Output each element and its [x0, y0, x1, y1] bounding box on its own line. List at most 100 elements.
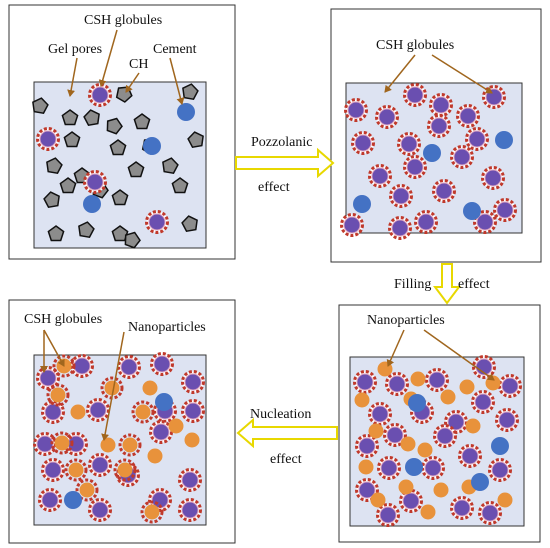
bl-csh-label: CSH globules: [24, 312, 102, 327]
nanoparticle: [368, 423, 384, 439]
csh-core: [91, 86, 109, 104]
nanoparticle: [70, 404, 86, 420]
csh-core: [498, 411, 516, 429]
csh-globule: [181, 399, 205, 423]
csh-core: [468, 130, 486, 148]
csh-core: [39, 130, 57, 148]
csh-core: [347, 101, 365, 119]
ch-crystal: [32, 97, 49, 115]
bl-pointer-lines: [40, 329, 125, 441]
csh-globule: [88, 453, 112, 477]
cement-particle: [463, 202, 481, 220]
csh-globule: [353, 370, 377, 394]
nanoparticle: [100, 437, 116, 453]
nanoparticle: [485, 375, 501, 391]
nanoparticle: [465, 418, 481, 434]
filling-arrow: [433, 263, 461, 305]
csh-globule: [473, 210, 497, 234]
tl-ch-label: CH: [129, 57, 148, 72]
csh-globule: [377, 456, 401, 480]
nanoparticle: [398, 479, 414, 495]
csh-globule: [450, 145, 474, 169]
csh-core: [461, 447, 479, 465]
csh-globule: [481, 166, 505, 190]
nanoparticle: [142, 380, 158, 396]
ch-crystal: [182, 83, 199, 101]
nanoparticle: [440, 389, 456, 405]
pozzolanic-label: Pozzolanic: [251, 135, 312, 150]
csh-globule: [117, 355, 141, 379]
panel-top-left: [8, 4, 236, 260]
csh-globule: [403, 83, 427, 107]
cement-particle: [83, 195, 101, 213]
nucleated-nanoparticle: [64, 458, 88, 482]
cement-particle: [353, 195, 371, 213]
csh-globule: [389, 184, 413, 208]
csh-core: [447, 413, 465, 431]
ch-crystal: [109, 139, 127, 156]
csh-globule: [465, 127, 489, 151]
br-pointer-lines: [386, 329, 495, 381]
csh-core: [402, 492, 420, 510]
nucleation-shell: [52, 354, 76, 378]
csh-core: [388, 375, 406, 393]
csh-globule: [355, 434, 379, 458]
tl-csh-label: CSH globules: [84, 13, 162, 28]
ch-crystal: [162, 157, 179, 175]
csh-globule: [383, 423, 407, 447]
csh-core: [358, 481, 376, 499]
ch-crystal: [78, 221, 95, 239]
csh-globule: [375, 105, 399, 129]
nanoparticle: [420, 504, 436, 520]
csh-globule: [450, 496, 474, 520]
csh-core: [371, 167, 389, 185]
tl-gel-pores-label: Gel pores: [48, 42, 102, 57]
tl-pointer-lines: [67, 29, 185, 105]
csh-globule: [145, 210, 169, 234]
nanoparticle: [400, 436, 416, 452]
csh-globule: [488, 458, 512, 482]
csh-core: [358, 437, 376, 455]
ch-crystal: [181, 215, 198, 233]
csh-globule: [458, 444, 482, 468]
csh-globule: [340, 213, 364, 237]
nanoparticle: [358, 459, 374, 475]
csh-globule: [498, 374, 522, 398]
ch-crystal: [83, 109, 100, 127]
csh-core: [91, 456, 109, 474]
tr-csh-label: CSH globules: [376, 38, 454, 53]
nucleated-nanoparticle: [140, 500, 164, 524]
ch-crystal: [47, 225, 65, 242]
ch-crystal: [46, 157, 63, 175]
nanoparticle: [135, 404, 151, 420]
cement-particle: [408, 394, 426, 412]
csh-core: [484, 169, 502, 187]
csh-core: [41, 491, 59, 509]
nanoparticle: [147, 448, 163, 464]
csh-core: [474, 393, 492, 411]
csh-globule: [427, 114, 451, 138]
ch-crystal: [43, 191, 60, 209]
csh-globule: [150, 352, 174, 376]
particle-layer: [32, 83, 522, 527]
nucleated-nanoparticle: [118, 433, 142, 457]
pozzolanic-arrow: [235, 147, 335, 179]
nucleated-nanoparticle: [50, 431, 74, 455]
csh-core: [386, 426, 404, 444]
csh-globule: [38, 488, 62, 512]
csh-globule: [414, 210, 438, 234]
nanoparticle: [122, 437, 138, 453]
tr-pointer-lines: [384, 54, 493, 94]
csh-core: [120, 358, 138, 376]
nanoparticle: [54, 435, 70, 451]
nucleation-shell: [46, 383, 70, 407]
csh-core: [424, 459, 442, 477]
csh-globule: [478, 501, 502, 525]
nanoparticle: [354, 392, 370, 408]
csh-core: [436, 427, 454, 445]
csh-globule: [403, 155, 427, 179]
ch-crystal: [63, 131, 81, 148]
csh-globule: [178, 498, 202, 522]
csh-globule: [471, 390, 495, 414]
filling-effect-label: effect: [458, 277, 490, 292]
